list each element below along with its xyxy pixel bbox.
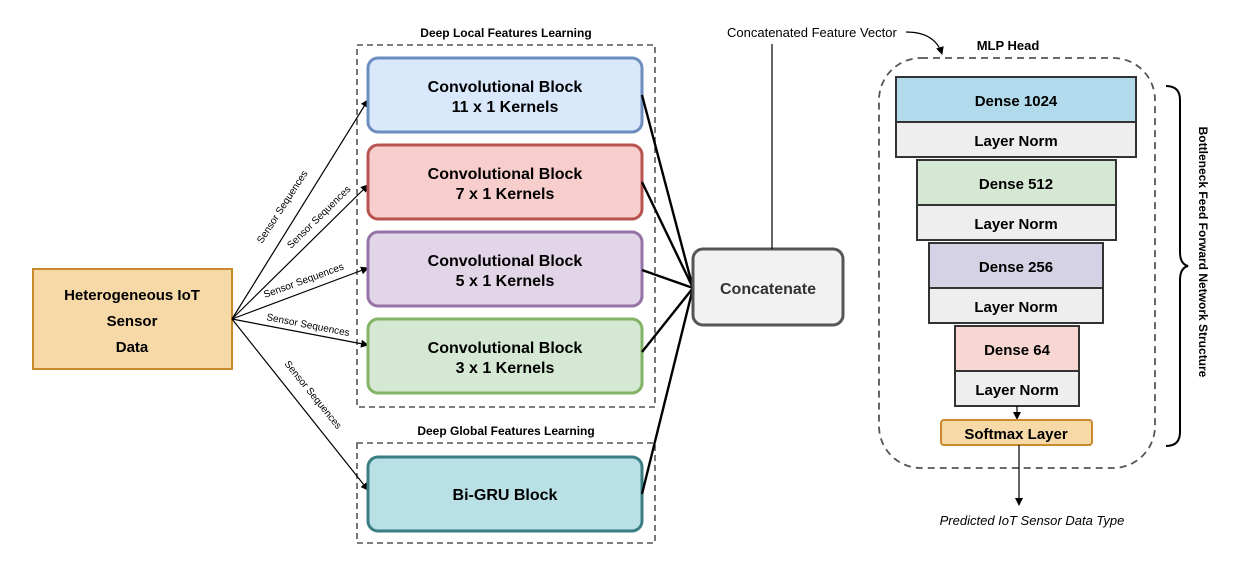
conv-block-7-kernel: 7 x 1 Kernels bbox=[456, 186, 555, 203]
conv-block-3: Convolutional Block 3 x 1 Kernels bbox=[366, 317, 644, 395]
layer-norm-2-label: Layer Norm bbox=[974, 216, 1057, 233]
conv-block-3-kernel: 3 x 1 Kernels bbox=[456, 360, 555, 377]
arrow-to-conv5 bbox=[231, 266, 369, 320]
dense-256-layer: Dense 256 bbox=[928, 242, 1104, 289]
concatenate-box: Concatenate bbox=[691, 247, 845, 327]
conv-block-11-title: Convolutional Block bbox=[428, 79, 583, 96]
concat-feature-note: Concatenated Feature Vector bbox=[727, 25, 898, 40]
layer-norm-3: Layer Norm bbox=[928, 287, 1104, 324]
input-label-line-1: Heterogeneous IoT bbox=[64, 287, 200, 304]
global-features-group bbox=[356, 442, 656, 544]
mlp-head-title: MLP Head bbox=[977, 38, 1040, 53]
output-label: Predicted IoT Sensor Data Type bbox=[940, 513, 1125, 528]
softmax-label: Softmax Layer bbox=[964, 426, 1068, 443]
dense-512-label: Dense 512 bbox=[979, 176, 1053, 193]
bottleneck-bracket bbox=[1165, 85, 1189, 447]
conv-block-5-title: Convolutional Block bbox=[428, 253, 583, 270]
conv-block-11: Convolutional Block 11 x 1 Kernels bbox=[366, 56, 644, 134]
softmax-layer: Softmax Layer bbox=[940, 419, 1093, 446]
edge-label-4: Sensor Sequences bbox=[265, 312, 350, 339]
layer-norm-2: Layer Norm bbox=[916, 204, 1117, 241]
bottleneck-label: Bottleneck Feed Forward Network Structur… bbox=[1196, 127, 1210, 378]
layer-norm-4: Layer Norm bbox=[954, 370, 1080, 407]
conv-block-3-title: Convolutional Block bbox=[428, 340, 583, 357]
dense-512-layer: Dense 512 bbox=[916, 159, 1117, 206]
input-box bbox=[32, 268, 233, 370]
conv-block-5: Convolutional Block 5 x 1 Kernels bbox=[366, 230, 644, 308]
line-conv11-concat bbox=[640, 94, 695, 289]
line-bigru-concat bbox=[640, 287, 695, 495]
dense-64-label: Dense 64 bbox=[984, 342, 1051, 359]
arrow-to-conv11 bbox=[231, 99, 369, 320]
mlp-head-group bbox=[878, 57, 1156, 469]
bigru-label: Bi-GRU Block bbox=[453, 487, 558, 504]
input-label-line-3: Data bbox=[116, 339, 149, 356]
local-features-title: Deep Local Features Learning bbox=[420, 26, 591, 40]
arrow-to-conv3 bbox=[231, 318, 369, 348]
arrow-to-bigru bbox=[231, 318, 369, 491]
line-conv3-concat bbox=[641, 287, 694, 353]
arrow-to-conv7 bbox=[231, 184, 369, 320]
conv-block-11-kernel: 11 x 1 Kernels bbox=[452, 99, 559, 116]
line-conv5-concat bbox=[641, 268, 694, 290]
dense-1024-label: Dense 1024 bbox=[975, 93, 1058, 110]
layer-norm-4-label: Layer Norm bbox=[975, 382, 1058, 399]
conv-block-7-title: Convolutional Block bbox=[428, 166, 583, 183]
arrow-to-mlp bbox=[905, 31, 944, 55]
dense-1024-layer: Dense 1024 bbox=[895, 76, 1137, 123]
dense-256-label: Dense 256 bbox=[979, 259, 1053, 276]
bigru-block: Bi-GRU Block bbox=[366, 455, 644, 533]
conv-block-5-kernel: 5 x 1 Kernels bbox=[456, 273, 555, 290]
conv-block-7: Convolutional Block 7 x 1 Kernels bbox=[366, 143, 644, 221]
line-conv7-concat bbox=[640, 181, 695, 289]
global-features-title: Deep Global Features Learning bbox=[417, 424, 594, 438]
layer-norm-1: Layer Norm bbox=[895, 121, 1137, 158]
concatenate-label: Concatenate bbox=[720, 281, 816, 298]
layer-norm-3-label: Layer Norm bbox=[974, 299, 1057, 316]
input-label-line-2: Sensor bbox=[107, 313, 158, 330]
dense-64-layer: Dense 64 bbox=[954, 325, 1080, 372]
layer-norm-1-label: Layer Norm bbox=[974, 133, 1057, 150]
